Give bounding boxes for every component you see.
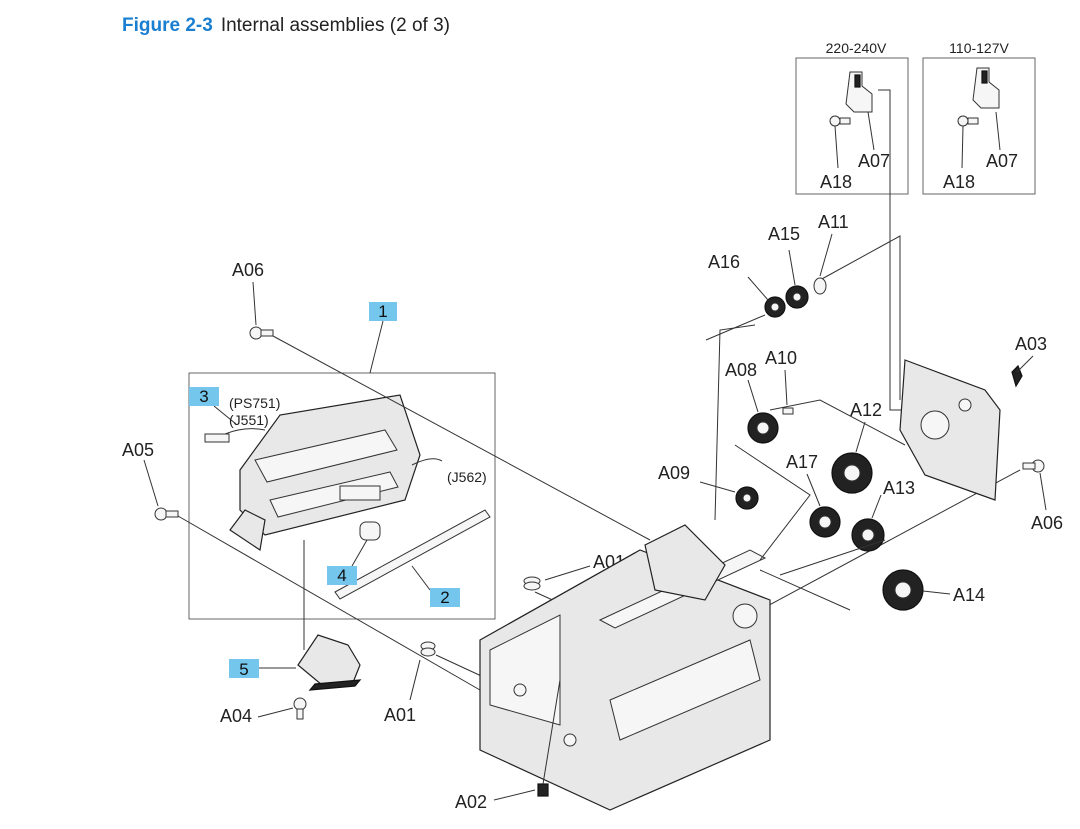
label-a03: A03 xyxy=(1015,334,1047,354)
panel-voltage-label: 220-240V xyxy=(826,40,887,56)
gear-a17 xyxy=(806,473,841,538)
gear-a13 xyxy=(851,494,885,552)
figure-number: Figure 2-3 xyxy=(122,15,213,36)
svg-text:4: 4 xyxy=(337,566,346,585)
callout-5: 5 xyxy=(229,659,296,679)
gear-a09 xyxy=(699,481,759,510)
gear-a14 xyxy=(882,569,951,611)
callout-4: 4 xyxy=(327,566,357,585)
label-a02: A02 xyxy=(455,792,487,812)
label-j551: (J551) xyxy=(229,412,269,428)
spring-a01-bottom xyxy=(409,641,491,701)
label-a04: A04 xyxy=(220,706,252,726)
label-j562: (J562) xyxy=(447,469,487,485)
label-a01-bottom: A01 xyxy=(384,705,416,725)
label-a12: A12 xyxy=(850,400,882,420)
callout-1: 1 xyxy=(369,302,397,374)
figure-title: Figure 2-3 Internal assemblies (2 of 3) xyxy=(122,15,450,37)
screw-a05 xyxy=(143,459,481,691)
voltage-panel-110: 110-127V A18 A07 xyxy=(922,40,1036,195)
pin-a10 xyxy=(782,369,794,415)
label-a14: A14 xyxy=(953,585,985,605)
label-a17: A17 xyxy=(786,452,818,472)
figure-caption: Internal assemblies (2 of 3) xyxy=(220,15,450,36)
part-a02 xyxy=(493,679,561,801)
label-a15: A15 xyxy=(768,224,800,244)
label-a16: A16 xyxy=(708,252,740,272)
label-a05: A05 xyxy=(122,440,154,460)
label-ps751: (PS751) xyxy=(229,395,280,411)
gear-a08 xyxy=(747,379,779,444)
part-5 xyxy=(297,540,362,691)
gear-a16 xyxy=(705,276,786,341)
gear-a15 xyxy=(785,249,809,309)
main-chassis xyxy=(479,524,771,811)
label-a09: A09 xyxy=(658,463,690,483)
callout-2: 2 xyxy=(430,588,460,607)
side-plate xyxy=(899,359,1001,501)
part-a11 xyxy=(813,233,833,295)
label-a18-110: A18 xyxy=(943,172,975,192)
voltage-panel-220: 220-240V A18 A07 xyxy=(795,40,909,195)
label-a07-110: A07 xyxy=(986,151,1018,171)
label-a07-220: A07 xyxy=(858,151,890,171)
panel-voltage-label: 110-127V xyxy=(949,40,1009,56)
screw-a04 xyxy=(257,697,307,720)
svg-text:2: 2 xyxy=(440,588,449,607)
part-a03 xyxy=(1011,355,1034,388)
label-a13: A13 xyxy=(883,478,915,498)
pickup-assembly xyxy=(204,394,491,600)
label-a06-left: A06 xyxy=(232,260,264,280)
label-a18-220: A18 xyxy=(820,172,852,192)
gear-a12 xyxy=(831,421,873,494)
callout-3: 3 xyxy=(189,387,219,406)
svg-text:3: 3 xyxy=(199,387,208,406)
label-a06-right: A06 xyxy=(1031,513,1063,533)
label-a11: A11 xyxy=(818,212,849,232)
screw-a06-left xyxy=(249,281,651,541)
svg-text:5: 5 xyxy=(239,660,248,679)
svg-text:1: 1 xyxy=(378,302,387,321)
label-a08: A08 xyxy=(725,360,757,380)
label-a10: A10 xyxy=(765,348,797,368)
